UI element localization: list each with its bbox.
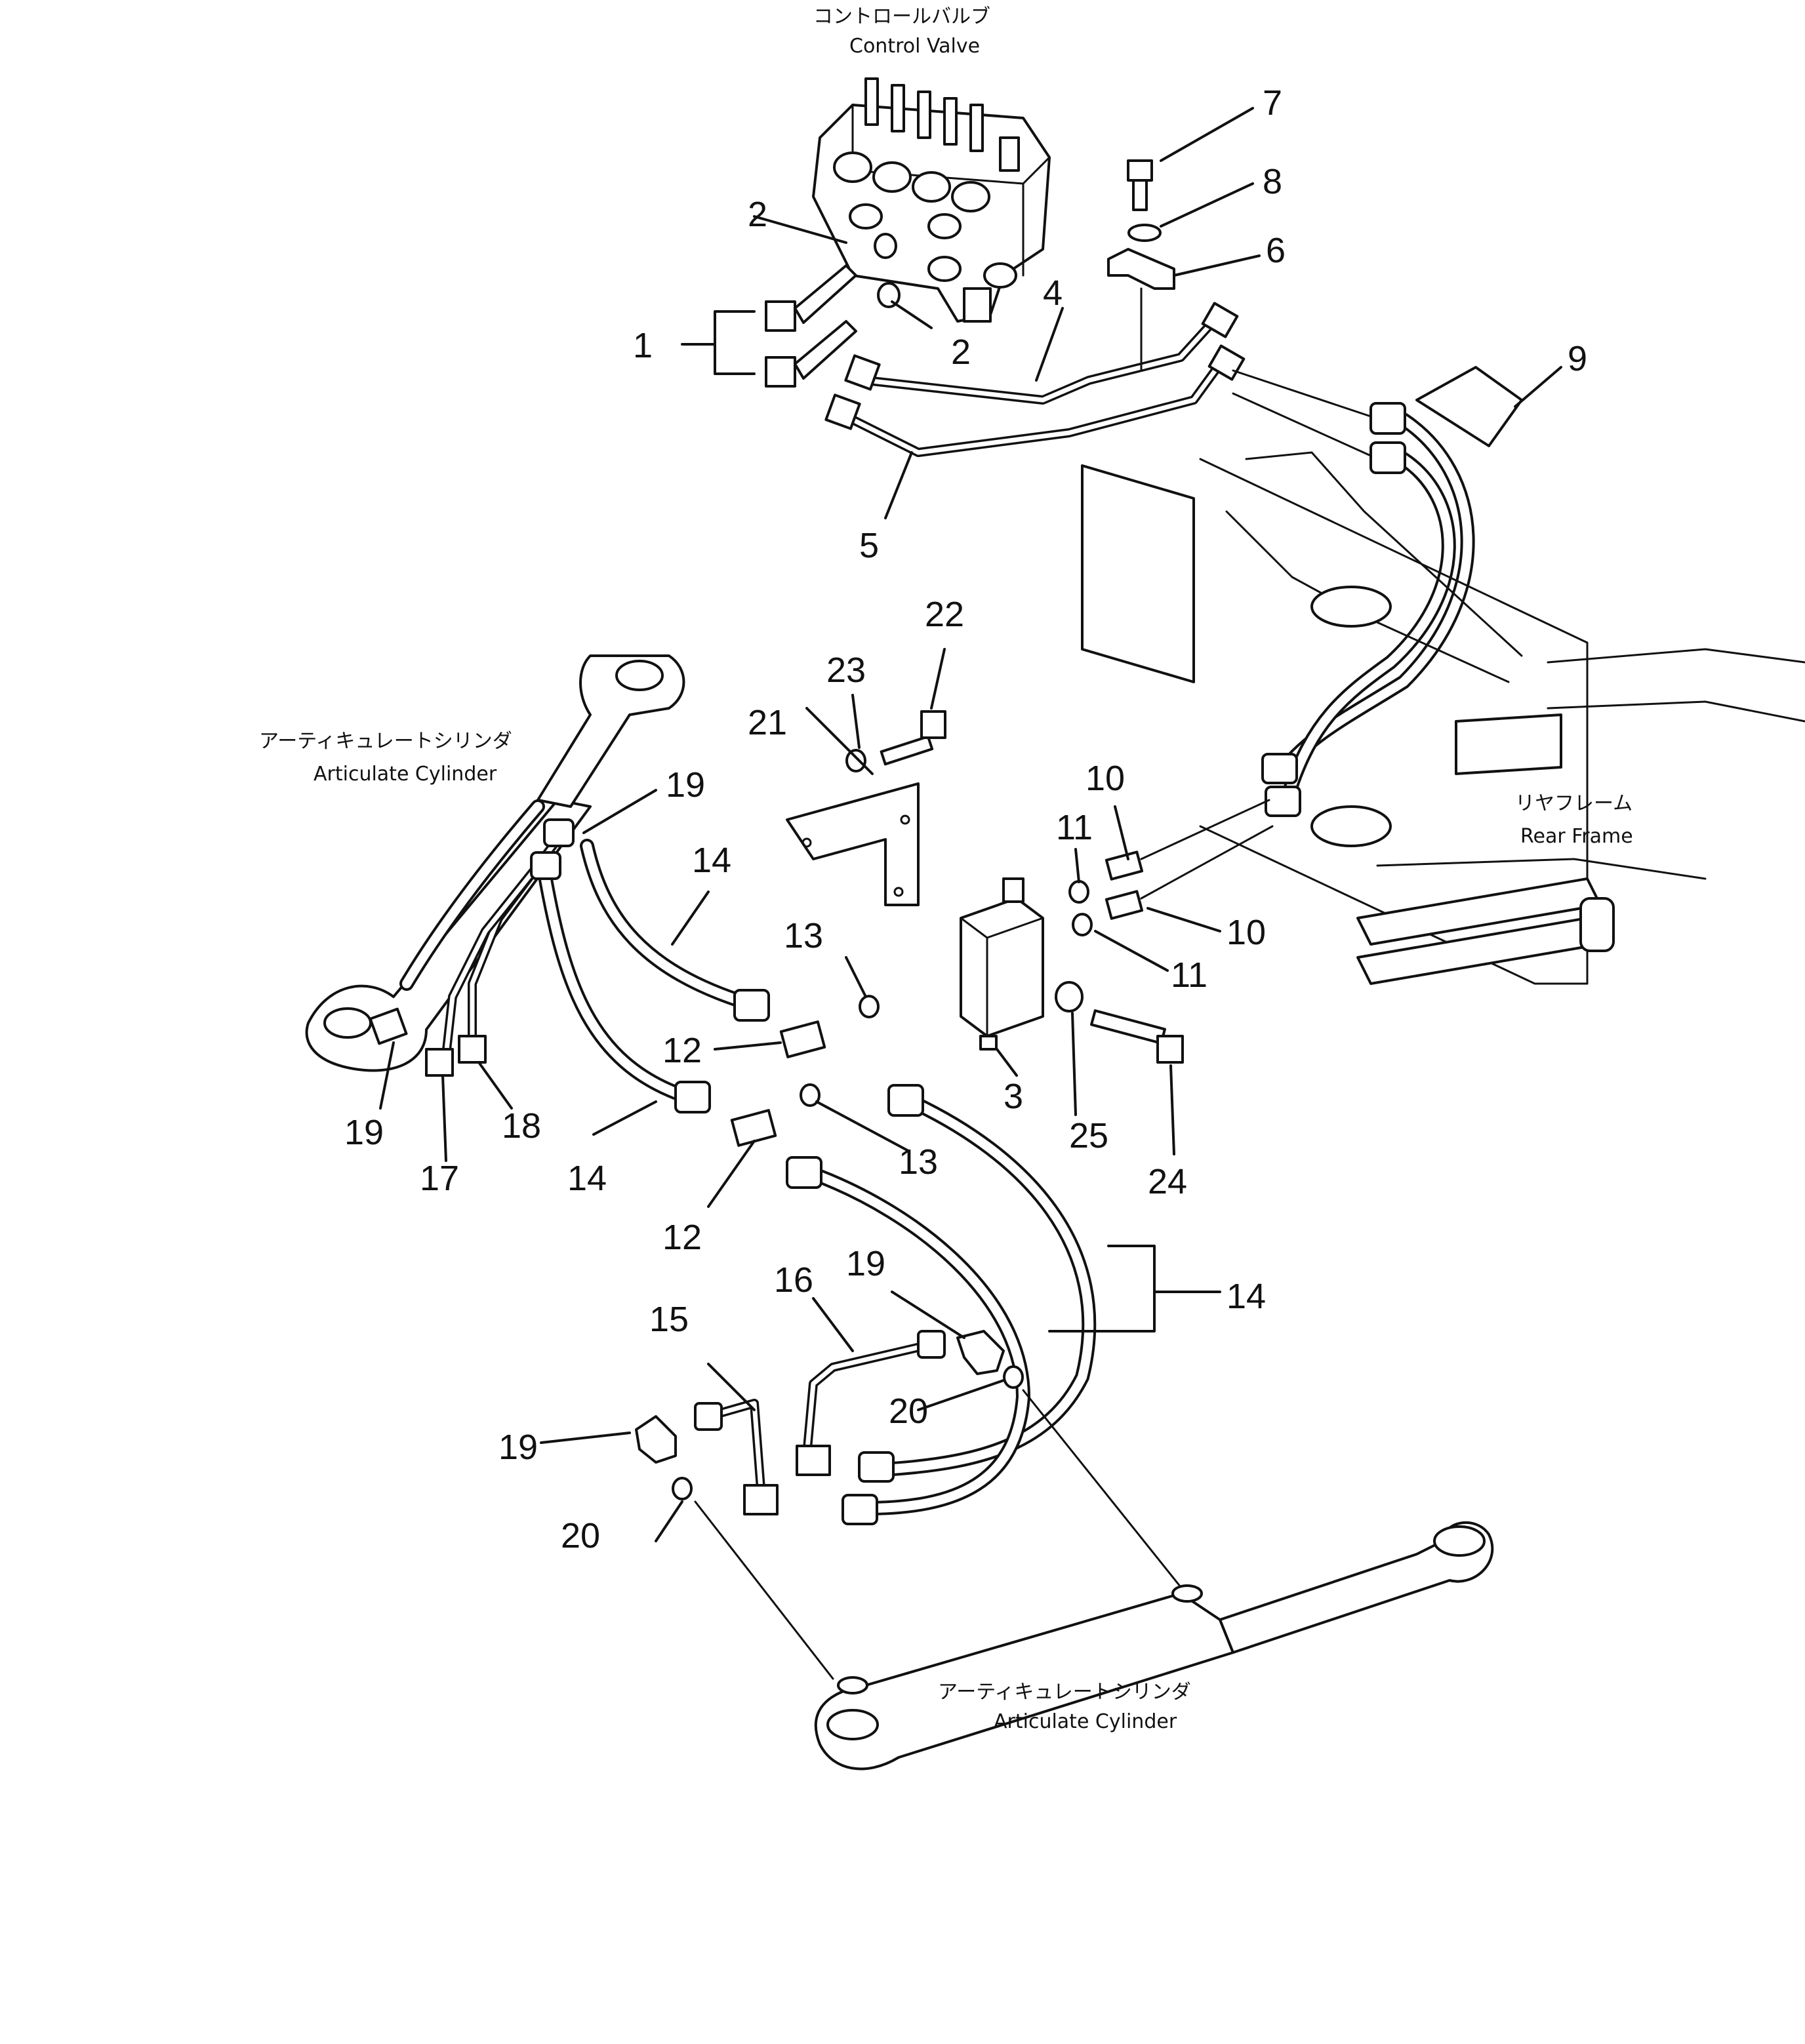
callout-19b: 19 bbox=[344, 1113, 384, 1152]
articulate-cylinder-bottom-label-jp: アーティキュレートシリンダ bbox=[938, 1681, 1191, 1704]
callout-22: 22 bbox=[925, 595, 964, 634]
rear-frame-label-jp: リヤフレーム bbox=[1515, 792, 1633, 815]
callout-20b: 20 bbox=[561, 1516, 600, 1555]
callout-11b: 11 bbox=[1171, 955, 1207, 995]
steel-tubes bbox=[824, 287, 1246, 457]
articulate-cylinder-left-label-jp: アーティキュレートシリンダ bbox=[259, 730, 512, 753]
callout-15: 15 bbox=[649, 1300, 689, 1339]
valve-block bbox=[786, 710, 1184, 1064]
clamp-assembly bbox=[1107, 159, 1175, 290]
callout-19d: 19 bbox=[498, 1428, 538, 1467]
callout-10a: 10 bbox=[1085, 759, 1125, 798]
callout-19a: 19 bbox=[666, 765, 705, 805]
callout-1: 1 bbox=[633, 326, 653, 365]
callout-21: 21 bbox=[748, 703, 787, 742]
callout-8: 8 bbox=[1263, 162, 1282, 201]
callout-14a: 14 bbox=[692, 841, 731, 880]
callout-12a: 12 bbox=[662, 1031, 702, 1070]
callout-23: 23 bbox=[826, 651, 866, 690]
rear-frame-label-en: Rear Frame bbox=[1520, 825, 1633, 848]
rear-frame bbox=[1081, 451, 1805, 985]
callout-19c: 19 bbox=[846, 1244, 885, 1283]
callout-10b: 10 bbox=[1227, 913, 1266, 952]
control-valve-label-jp: コントロールバルブ bbox=[813, 5, 990, 28]
callout-13a: 13 bbox=[784, 916, 823, 955]
callout-11a: 11 bbox=[1056, 808, 1093, 847]
hose-9 bbox=[1232, 369, 1475, 817]
callout-numbers: 1 2 2 3 4 5 6 7 8 9 10 10 11 11 12 12 13… bbox=[344, 83, 1587, 1555]
articulate-cylinder-bottom-label-en: Articulate Cylinder bbox=[994, 1710, 1177, 1733]
fittings-10-11 bbox=[1068, 799, 1274, 936]
callout-14b: 14 bbox=[567, 1159, 607, 1198]
fittings-12-13 bbox=[730, 995, 880, 1147]
callout-25: 25 bbox=[1069, 1116, 1108, 1155]
callout-18: 18 bbox=[502, 1106, 541, 1146]
callout-2a: 2 bbox=[748, 195, 767, 234]
callout-17: 17 bbox=[420, 1159, 459, 1198]
callout-2b: 2 bbox=[951, 332, 971, 372]
callout-13b: 13 bbox=[899, 1142, 938, 1182]
callout-9: 9 bbox=[1568, 339, 1587, 378]
callout-12b: 12 bbox=[662, 1218, 702, 1257]
callout-3: 3 bbox=[1004, 1077, 1023, 1116]
control-valve-label-en: Control Valve bbox=[849, 35, 980, 58]
labels: コントロールバルブ Control Valve アーティキュレートシリンダ Ar… bbox=[259, 5, 1633, 1733]
callout-16: 16 bbox=[774, 1260, 813, 1300]
callout-4: 4 bbox=[1043, 273, 1063, 313]
articulate-cylinder-left bbox=[305, 654, 685, 1077]
articulate-cylinder-left-label-en: Articulate Cylinder bbox=[314, 763, 497, 786]
callout-24: 24 bbox=[1148, 1162, 1187, 1201]
callout-6: 6 bbox=[1266, 231, 1286, 270]
callout-7: 7 bbox=[1263, 83, 1282, 123]
callout-14c: 14 bbox=[1227, 1277, 1266, 1316]
callout-20a: 20 bbox=[889, 1392, 928, 1431]
callout-5: 5 bbox=[859, 526, 879, 565]
control-valve bbox=[812, 77, 1051, 323]
lower-tubes bbox=[635, 1330, 1182, 1680]
leader-lines bbox=[379, 107, 1562, 1542]
elbow-fittings bbox=[765, 233, 901, 388]
articulate-cylinder-bottom bbox=[814, 1521, 1494, 1771]
